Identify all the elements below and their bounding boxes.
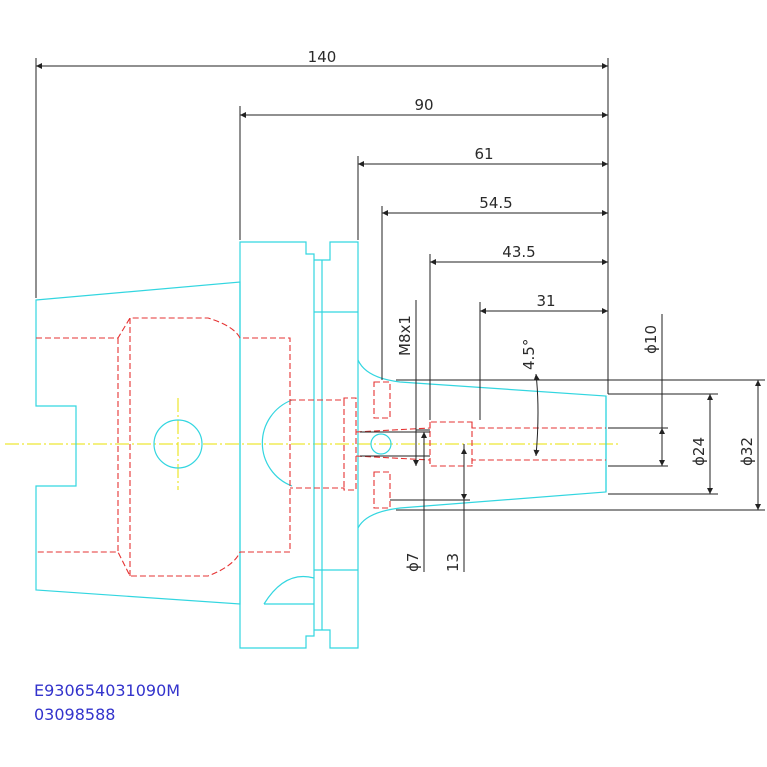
dim-dia32: ϕ32 xyxy=(738,437,756,466)
holder-outline xyxy=(35,241,607,649)
hidden-lines xyxy=(36,317,606,577)
dim-140: 140 xyxy=(308,48,337,66)
dim-thread: M8x1 xyxy=(396,315,414,356)
dim-54-5: 54.5 xyxy=(479,194,512,212)
flange-collar xyxy=(314,241,359,649)
dim-dia24: ϕ24 xyxy=(690,437,708,466)
part-number: E930654031090M xyxy=(34,681,180,700)
dim-angle: 4.5° xyxy=(520,339,538,370)
taper-shank xyxy=(35,281,241,605)
dim-13: 13 xyxy=(444,553,462,572)
dimension-lines xyxy=(35,58,765,572)
dim-dia7: ϕ7 xyxy=(404,553,422,572)
cross-hole xyxy=(153,419,203,469)
dim-61: 61 xyxy=(474,145,493,163)
flange xyxy=(239,241,315,649)
dim-90: 90 xyxy=(414,96,433,114)
dim-dia10: ϕ10 xyxy=(642,325,660,354)
dim-43-5: 43.5 xyxy=(502,243,535,261)
centerlines xyxy=(5,398,620,490)
dimension-labels: 140 90 61 54.5 43.5 31 M8x1 4.5° ϕ10 ϕ24… xyxy=(308,48,756,572)
part-serial: 03098588 xyxy=(34,705,115,724)
dim-31: 31 xyxy=(536,292,555,310)
part-code: E930654031090M 03098588 xyxy=(34,681,180,724)
